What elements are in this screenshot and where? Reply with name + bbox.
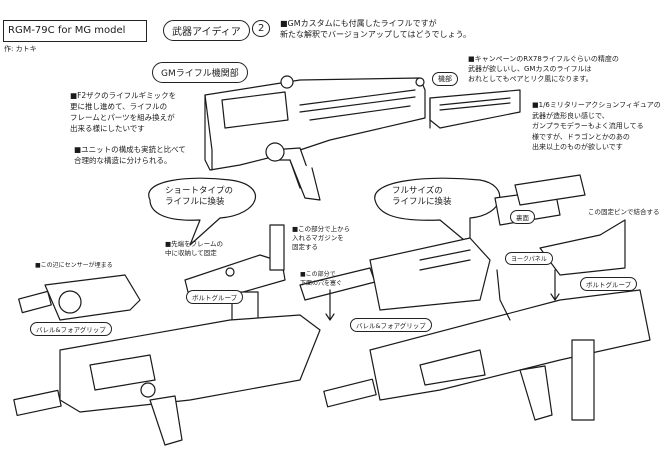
note-f2zaku: ■F2ザクのライフルギミックを 更に推し進めて、ライフルの フレームとパーツを組… <box>70 91 177 133</box>
detail-drawing <box>429 89 521 129</box>
section-label: 武器アイディア <box>163 20 250 41</box>
panel-text: ヨークパネル <box>511 256 547 263</box>
section-text: 武器アイディア <box>172 27 241 38</box>
author: 作: カトキ <box>4 45 37 53</box>
short-bubble <box>148 177 257 246</box>
bolt-group-short-label: ボルトグループ <box>186 290 244 304</box>
detail-label-text: 機部 <box>438 75 452 83</box>
bolt-group-short-text: ボルトグループ <box>192 294 238 302</box>
back-side-label: 裏面 <box>510 210 535 224</box>
back-side-text: 裏面 <box>516 214 529 222</box>
short-barrel-drawing <box>18 274 141 321</box>
short-bubble-text: ショートタイプの ライフルに換装 <box>165 186 234 207</box>
note-intro: ■GMカスタムにも付属したライフルですが 新たな解釈でバージョンアップしてはどう… <box>280 19 471 39</box>
barrel-full-text: バレル&フォアグリップ <box>356 322 426 330</box>
bolt-group-full-label: ボルトグループ <box>580 277 638 291</box>
section-number: 2 <box>252 20 271 37</box>
detail-label: 機部 <box>432 72 458 86</box>
barrel-full-label: バレル&フォアグリップ <box>350 318 432 332</box>
note-pin: この固定ピンで結合する <box>588 208 660 216</box>
note-magazine-fix: ■この部分で上から 入れるマガジンを 固定する <box>292 225 351 251</box>
panel-label: ヨークパネル <box>505 252 553 265</box>
receiver-label-text: GMライフル機関部 <box>161 69 239 79</box>
note-hole-cover: ■この部分で 下面の穴を塞ぐ <box>300 271 343 287</box>
bolt-group-full-text: ボルトグループ <box>586 281 632 289</box>
note-campaign: ■キャンペーンのRX78ライフルぐらいの精度の 武器が欲しいし、GMカスのライフ… <box>468 55 619 83</box>
assembled-full-rifle <box>323 289 651 421</box>
note-tip-store: ■先端をフレームの 中に収納して固定 <box>165 240 223 257</box>
barrel-short-text: バレル&フォアグリップ <box>36 326 106 334</box>
receiver-label: GMライフル機関部 <box>152 62 248 83</box>
barrel-short-label: バレル&フォアグリップ <box>30 322 112 336</box>
title-box: RGM-79C for MG model <box>3 20 147 42</box>
note-unit: ■ユニットの構成も実銃と比べて 合理的な構造に分けられる。 <box>74 145 186 165</box>
title: RGM-79C for MG model <box>8 25 126 36</box>
full-bubble-text: フルサイズの ライフルに換装 <box>392 186 452 207</box>
note-sensor: ■この辺にセンサーが埋まる <box>35 262 113 269</box>
receiver-drawing <box>204 75 426 201</box>
assembled-short-rifle <box>13 291 321 446</box>
full-barrel-drawing <box>299 237 491 311</box>
section-number-text: 2 <box>258 23 265 34</box>
note-figure: ■1/6ミリタリーアクションフィギュアの 武器が造形良い感じで、 ガンプラモデラ… <box>532 101 661 151</box>
